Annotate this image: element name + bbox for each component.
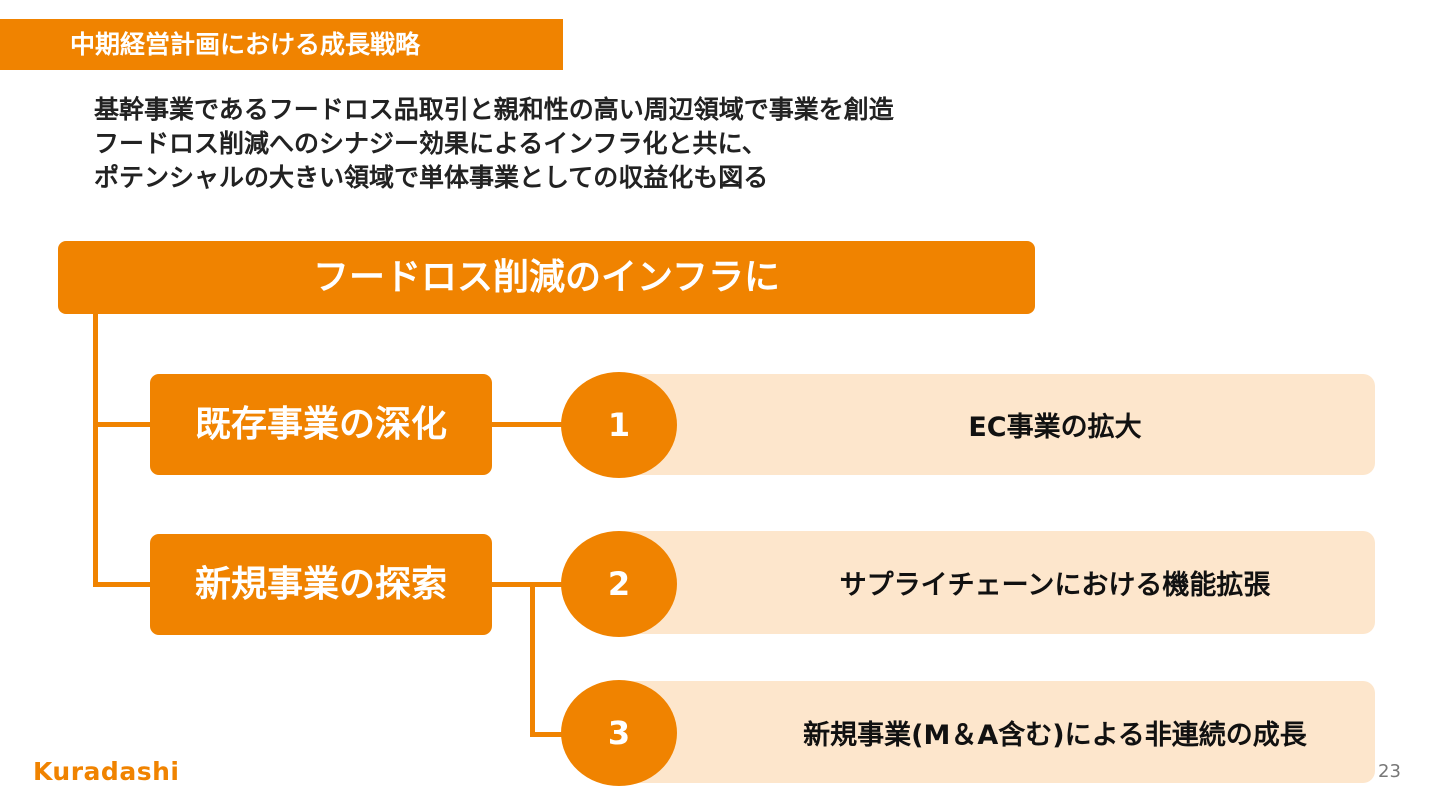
item-1-bar: EC事業の拡大 bbox=[615, 374, 1375, 475]
kuradashi-logo: Kuradashi bbox=[33, 757, 180, 786]
root-banner: フードロス削減のインフラに bbox=[58, 241, 1035, 314]
category-existing-business: 既存事業の深化 bbox=[150, 374, 492, 475]
item-3-number-circle: 3 bbox=[561, 680, 677, 786]
summary-text: 基幹事業であるフードロス品取引と親和性の高い周辺領域で事業を創造 フードロス削減… bbox=[94, 93, 894, 195]
connector-root-trunk bbox=[93, 314, 98, 587]
item-2-bar: サプライチェーンにおける機能拡張 bbox=[615, 531, 1375, 634]
connector-to-item-3 bbox=[530, 732, 572, 737]
item-3-label: 新規事業(M＆A含む)による非連続の成長 bbox=[803, 719, 1307, 751]
item-2-label: サプライチェーンにおける機能拡張 bbox=[839, 570, 1271, 601]
connector-category-1-to-item-1 bbox=[492, 422, 572, 427]
page-number: 23 bbox=[1378, 761, 1401, 782]
summary-line: フードロス削減へのシナジー効果によるインフラ化と共に、 bbox=[94, 129, 767, 158]
connector-to-category-2 bbox=[93, 582, 150, 587]
summary-line: ポテンシャルの大きい領域で単体事業としての収益化も図る bbox=[94, 163, 769, 192]
item-3-bar: 新規事業(M＆A含む)による非連続の成長 bbox=[615, 681, 1375, 783]
page-title: 中期経営計画における成長戦略 bbox=[0, 19, 563, 70]
connector-branch-trunk bbox=[530, 582, 535, 737]
summary-line: 基幹事業であるフードロス品取引と親和性の高い周辺領域で事業を創造 bbox=[94, 95, 894, 124]
item-1-number-circle: 1 bbox=[561, 372, 677, 478]
connector-to-category-1 bbox=[93, 422, 150, 427]
item-1-label: EC事業の拡大 bbox=[968, 412, 1142, 443]
item-2-number-circle: 2 bbox=[561, 531, 677, 637]
category-new-business: 新規事業の探索 bbox=[150, 534, 492, 635]
